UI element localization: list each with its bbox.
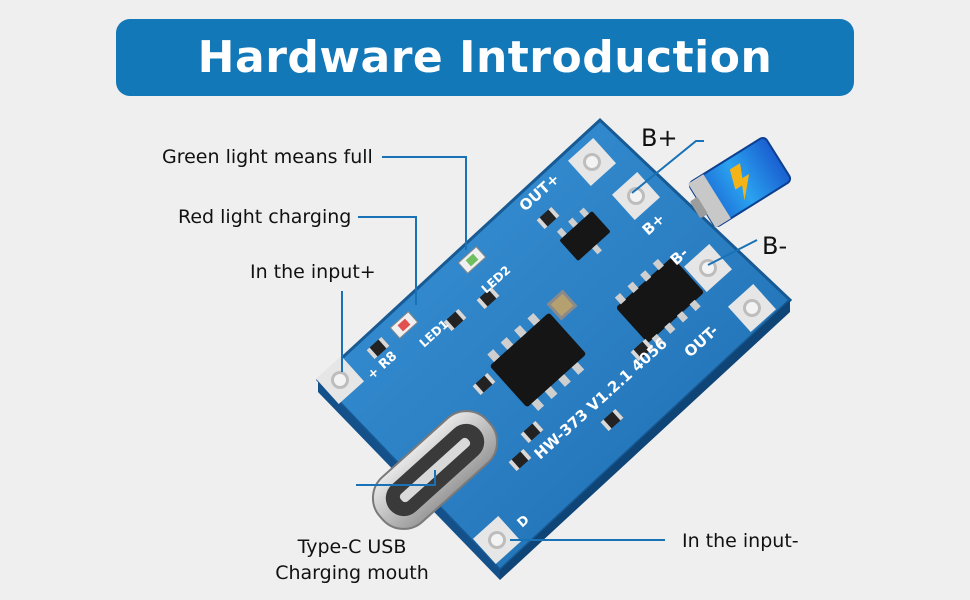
smd-components — [366, 206, 654, 472]
callout-input-minus: In the input- — [682, 530, 799, 552]
led-green — [457, 246, 487, 274]
callout-green-light: Green light means full — [162, 146, 373, 168]
callout-type-c-line1: Type-C USB — [297, 536, 407, 558]
leader-lines — [341, 140, 758, 541]
mosfet — [556, 207, 610, 261]
callout-b-minus: B- — [762, 232, 788, 260]
page-title: Hardware Introduction — [197, 32, 773, 83]
charger-ic — [487, 313, 586, 411]
protection-ic — [614, 257, 704, 346]
battery-icon — [688, 136, 792, 228]
callout-red-light: Red light charging — [178, 206, 352, 228]
callout-b-plus: B+ — [641, 124, 678, 152]
led-red — [389, 311, 419, 339]
callout-input-plus: In the input+ — [250, 261, 376, 283]
mounting-pads — [315, 137, 777, 565]
callout-type-c-line2: Charging mouth — [275, 562, 429, 584]
title-banner: Hardware Introduction — [116, 19, 854, 96]
